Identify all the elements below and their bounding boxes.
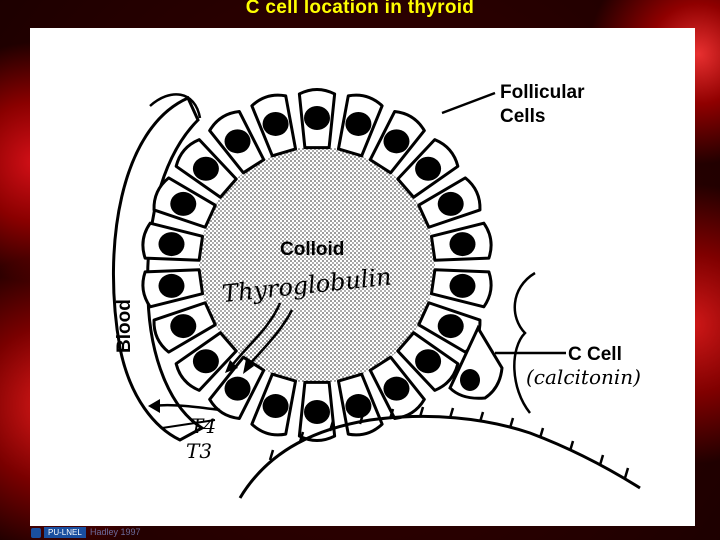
thyroglobulin-arrow-2 xyxy=(247,309,294,367)
logo-icon xyxy=(31,527,41,538)
arrowhead xyxy=(225,360,238,373)
follicular-label-line2: Cells xyxy=(500,106,545,127)
colloid-label: Colloid xyxy=(280,239,344,260)
membrane-ticks xyxy=(268,406,630,479)
thyroid-follicle-diagram: Follicular Cells Colloid Thyroglobulin C… xyxy=(111,82,641,499)
membrane-tick xyxy=(418,406,425,418)
cell-nucleus xyxy=(415,349,442,374)
follicular-label-line1: Follicular xyxy=(500,82,585,103)
cell-nucleus xyxy=(449,232,476,257)
blood-vessel-edge xyxy=(149,93,202,119)
membrane-tick xyxy=(328,420,335,432)
image-credit: Hadley 1997 xyxy=(90,527,141,537)
membrane-tick xyxy=(268,449,275,461)
membrane-tick xyxy=(623,467,630,479)
cell-nucleus xyxy=(383,376,410,401)
membrane-tick xyxy=(358,413,365,425)
slide-title: C cell location in thyroid xyxy=(245,0,475,18)
cell-nucleus xyxy=(383,129,410,154)
cell-nucleus xyxy=(192,349,219,374)
cell-nucleus xyxy=(224,129,251,154)
hormone-arrow-lower xyxy=(161,419,216,429)
cell-nucleus xyxy=(437,191,464,216)
cell-nucleus xyxy=(158,273,185,298)
membrane-tick xyxy=(508,417,515,429)
cell-nucleus xyxy=(415,156,442,181)
blood-label: Blood xyxy=(114,299,135,353)
c-cell-label: C Cell xyxy=(568,344,622,365)
membrane-tick xyxy=(298,431,305,443)
cell-nucleus xyxy=(304,400,330,424)
cell-nucleus xyxy=(345,111,372,136)
follicular-leader-line xyxy=(441,91,496,115)
cell-nucleus xyxy=(262,111,289,136)
cell-nucleus xyxy=(304,106,330,130)
logo-text: PU-LNEL xyxy=(44,527,86,538)
membrane-tick xyxy=(538,427,545,439)
cell-nucleus xyxy=(437,314,464,339)
membrane-tick xyxy=(598,454,605,466)
membrane-tick xyxy=(478,411,485,423)
cell-nucleus xyxy=(224,376,251,401)
thyroglobulin-arrow xyxy=(229,302,282,369)
footer-logo: PU-LNEL xyxy=(31,527,86,538)
arrowhead-2 xyxy=(243,359,254,374)
membrane-tick xyxy=(388,408,395,420)
t4-label: T4 xyxy=(190,414,216,438)
membrane-tick xyxy=(448,407,455,419)
cell-nucleus xyxy=(345,394,372,419)
t3-label: T3 xyxy=(186,439,212,463)
cell-nucleus xyxy=(262,394,289,419)
membrane-tick xyxy=(568,440,575,452)
cell-nucleus xyxy=(192,156,219,181)
cell-nucleus xyxy=(158,232,185,257)
cell-nucleus xyxy=(449,273,476,298)
calcitonin-label: (calcitonin) xyxy=(526,365,641,389)
cell-nucleus xyxy=(170,314,197,339)
cell-nucleus xyxy=(170,191,197,216)
c-cell-nucleus xyxy=(460,369,480,391)
release-arrowhead xyxy=(148,399,160,413)
colloid-region xyxy=(199,147,435,383)
c-cell-bracket xyxy=(513,271,536,414)
follicular-cell-ring xyxy=(141,87,493,443)
diagram-panel: Follicular Cells Colloid Thyroglobulin C… xyxy=(30,28,695,526)
